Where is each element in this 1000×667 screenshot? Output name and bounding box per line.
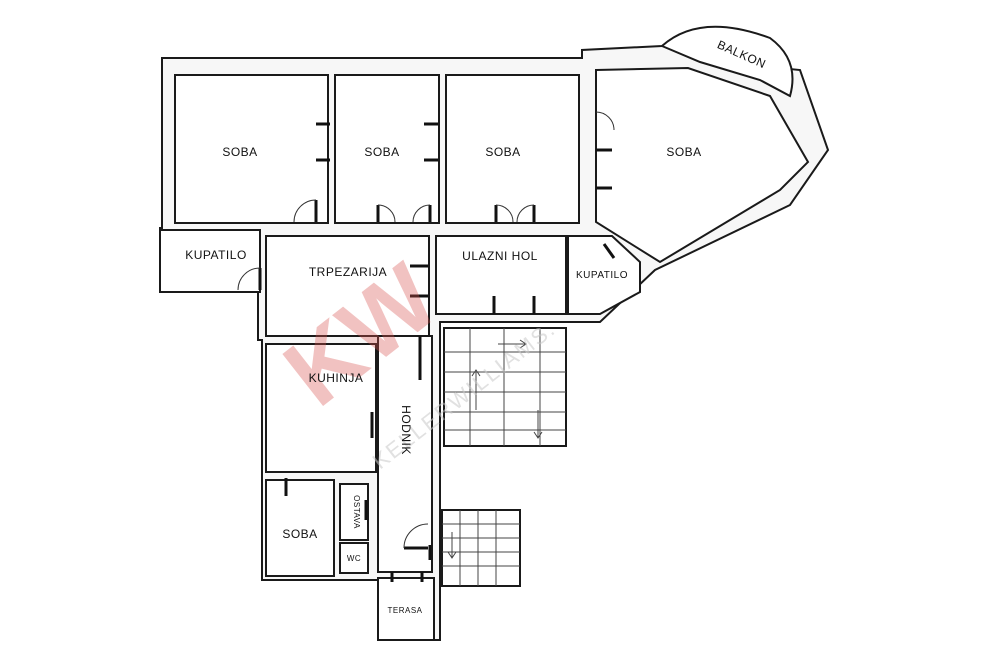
label-kupatilo-right: KUPATILO	[576, 270, 628, 281]
room-kuhinja	[265, 343, 377, 473]
stairs-lower	[441, 509, 521, 587]
room-terasa	[377, 577, 435, 641]
room-soba-2	[334, 74, 440, 224]
balcony	[660, 25, 794, 98]
label-soba-2: SOBA	[364, 145, 399, 159]
label-ostava: OSTAVA	[352, 495, 361, 529]
label-wc: WC	[347, 554, 361, 563]
doors	[237, 111, 616, 582]
label-hodnik: HODNIK	[399, 405, 413, 455]
stairs-main	[443, 327, 567, 447]
label-terasa: TERASA	[387, 606, 422, 615]
room-soba-1	[174, 74, 329, 224]
label-soba-3: SOBA	[485, 145, 520, 159]
label-soba-1: SOBA	[222, 145, 257, 159]
room-hodnik	[377, 335, 433, 573]
room-soba-3	[445, 74, 580, 224]
room-ostava	[339, 483, 369, 541]
label-soba-4: SOBA	[666, 145, 701, 159]
label-kuhinja: KUHINJA	[309, 371, 364, 385]
label-soba-5: SOBA	[282, 527, 317, 541]
room-soba-4	[595, 66, 810, 264]
room-kupatilo-left	[159, 229, 261, 293]
label-ulazni-hol: ULAZNI HOL	[462, 249, 538, 263]
room-kupatilo-right	[567, 235, 641, 315]
room-ulazni-hol	[435, 235, 567, 315]
label-trpezarija: TRPEZARIJA	[309, 265, 387, 279]
room-soba-5	[265, 479, 335, 577]
room-trpezarija	[265, 235, 430, 337]
room-wc	[339, 542, 369, 574]
label-kupatilo-left: KUPATILO	[185, 248, 247, 262]
